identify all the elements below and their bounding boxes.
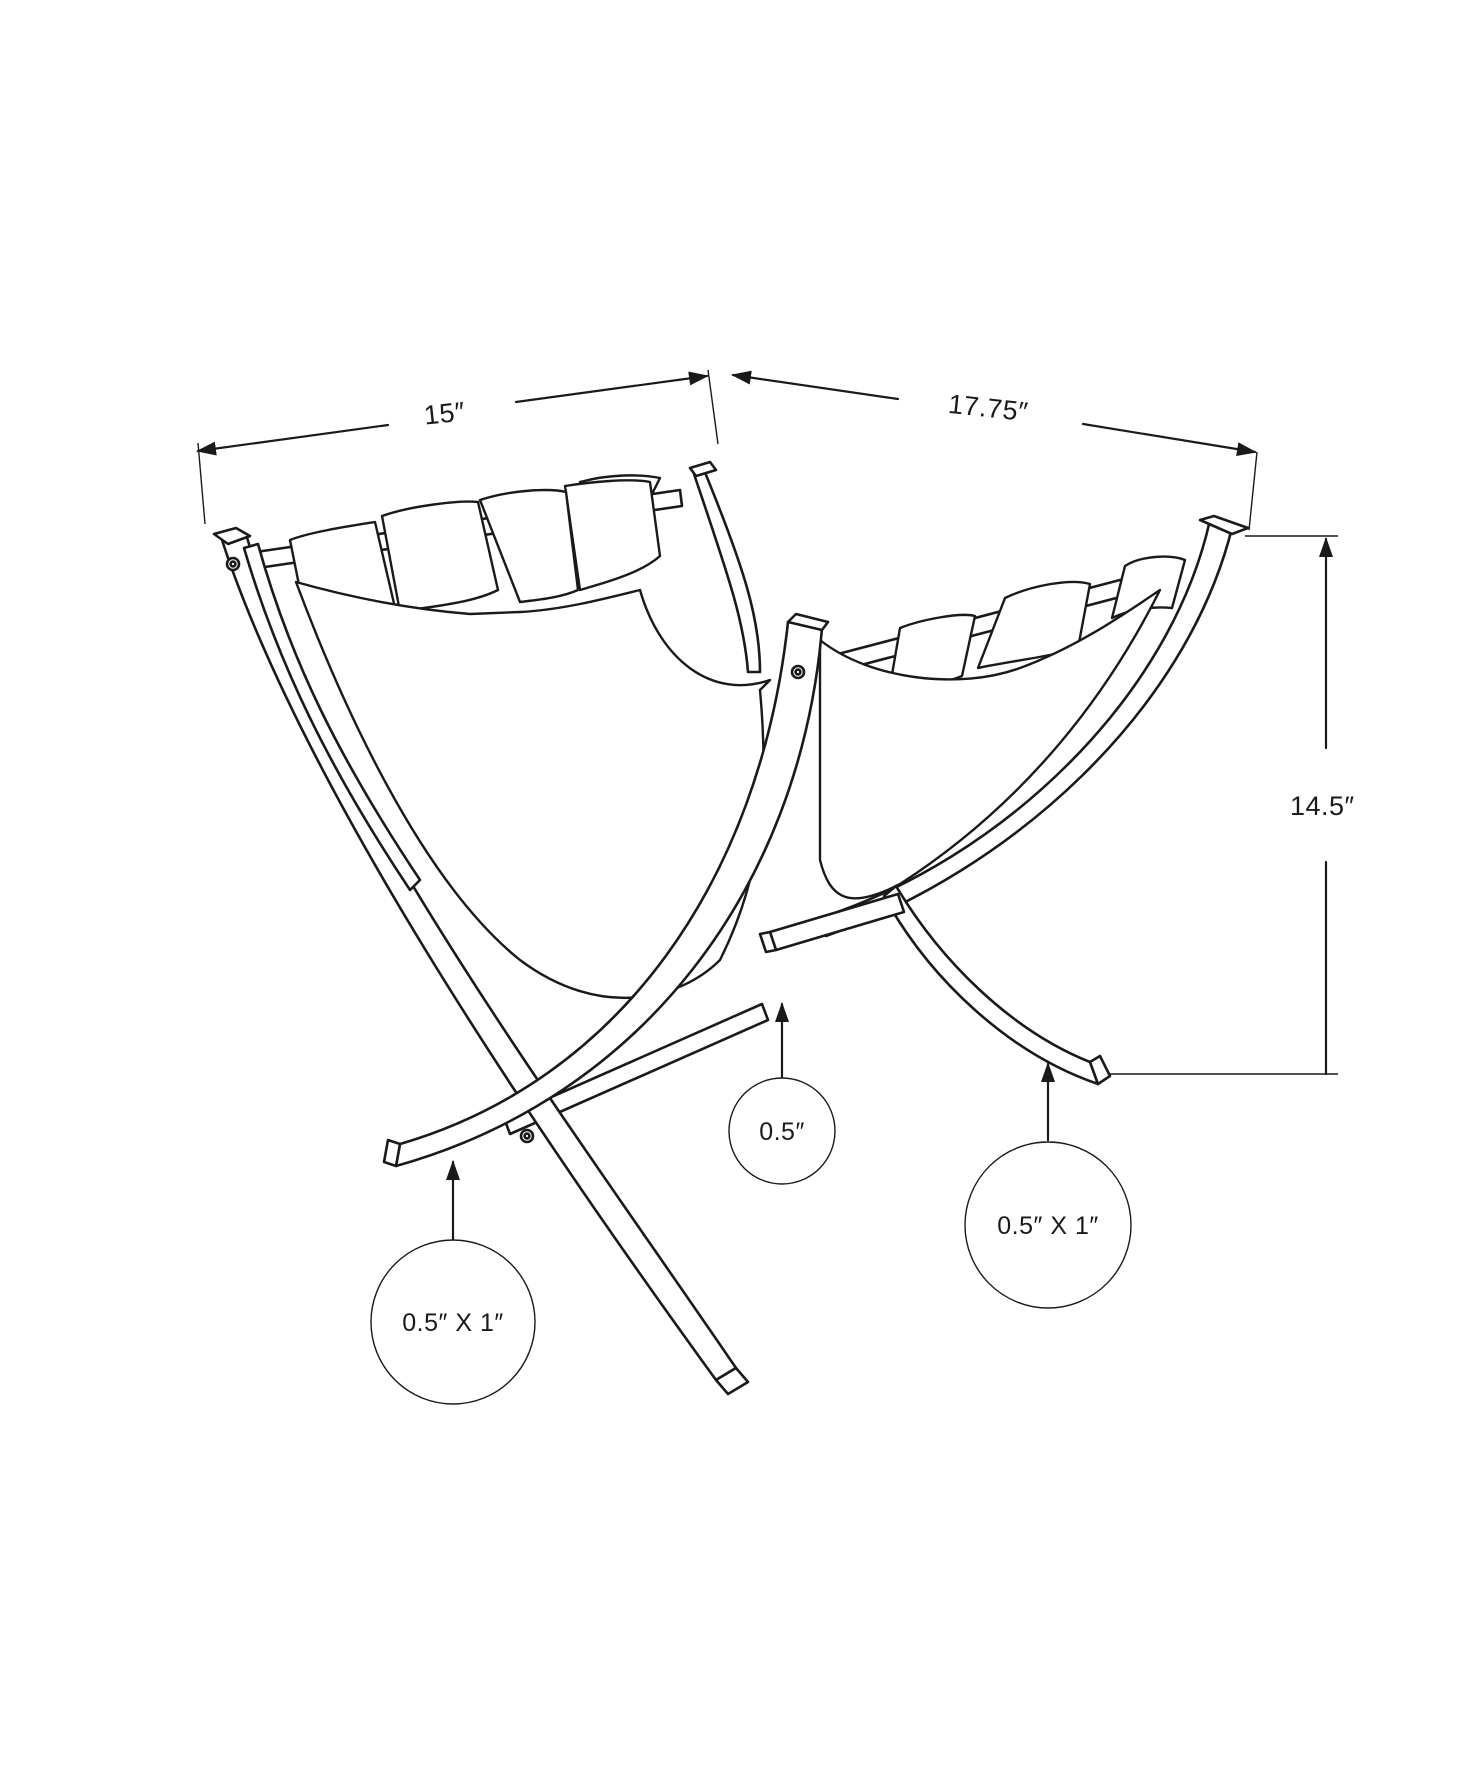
- right-leg-size-label: 0.5″ X 1″: [997, 1212, 1098, 1240]
- rear-frame: [688, 460, 1250, 1086]
- width-dimension: 15″: [196, 369, 719, 525]
- depth-dimension: 17.75″: [731, 370, 1258, 531]
- callout-left-leg: 0.5″ X 1″: [370, 1160, 536, 1405]
- front-frame: [212, 526, 830, 1396]
- callout-crossbar: 0.5″: [728, 1002, 836, 1185]
- height-label: 14.5″: [1290, 791, 1355, 821]
- left-leg-size-label: 0.5″ X 1″: [402, 1309, 503, 1337]
- crossbar-size-label: 0.5″: [759, 1118, 805, 1146]
- depth-label: 17.75″: [947, 389, 1030, 427]
- front-top-rod: [254, 474, 684, 614]
- width-label: 15″: [422, 397, 466, 431]
- height-dimension: 14.5″: [1105, 535, 1355, 1076]
- callout-right-leg: 0.5″ X 1″: [964, 1062, 1132, 1309]
